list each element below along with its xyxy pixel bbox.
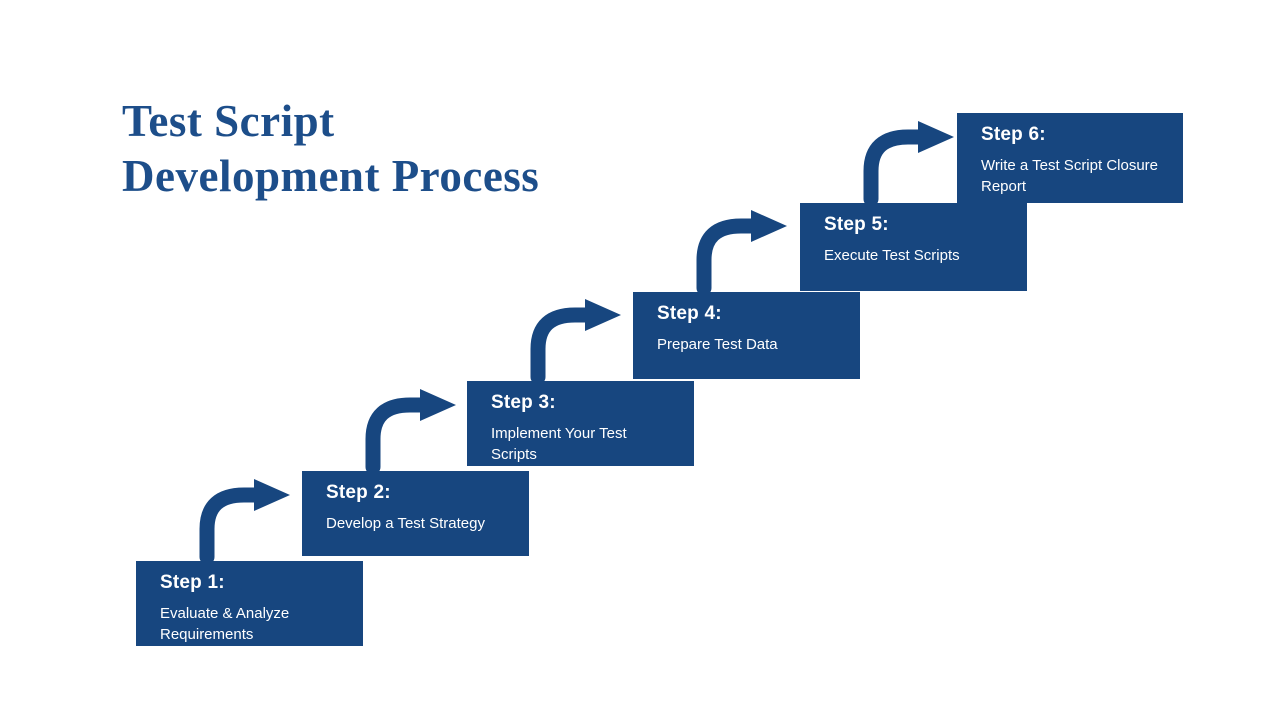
step-box-4: Step 4: Prepare Test Data [633, 292, 860, 379]
step-4-heading: Step 4: [657, 303, 722, 324]
step-4-description: Prepare Test Data [657, 336, 778, 353]
step-5-heading: Step 5: [824, 214, 889, 235]
page-title: Test Script Development Process [122, 94, 539, 204]
page-title-line-2: Development Process [122, 150, 540, 201]
curved-arrow-icon [693, 204, 793, 294]
step-box-3: Step 3: Implement Your Test Scripts [467, 381, 694, 466]
step-2-heading: Step 2: [326, 482, 391, 503]
step-box-6: Step 6: Write a Test Script Closure Repo… [957, 113, 1183, 203]
step-6-description: Write a Test Script Closure Report [981, 157, 1159, 196]
curved-arrow-icon [527, 293, 627, 383]
curved-arrow-icon [196, 473, 296, 563]
step-6-heading: Step 6: [981, 124, 1046, 145]
step-1-heading: Step 1: [160, 572, 225, 593]
page-title-line-1: Test Script [122, 96, 335, 146]
step-1-description: Evaluate & Analyze Requirements [160, 605, 290, 644]
step-box-5: Step 5: Execute Test Scripts [800, 203, 1027, 291]
step-5-description: Execute Test Scripts [824, 247, 960, 264]
step-2-description: Develop a Test Strategy [326, 515, 485, 532]
step-3-description: Implement Your Test Scripts [491, 425, 627, 464]
curved-arrow-icon [362, 383, 462, 473]
step-3-heading: Step 3: [491, 392, 556, 413]
step-box-2: Step 2: Develop a Test Strategy [302, 471, 529, 556]
curved-arrow-icon [860, 115, 960, 205]
step-box-1: Step 1: Evaluate & Analyze Requirements [136, 561, 363, 646]
